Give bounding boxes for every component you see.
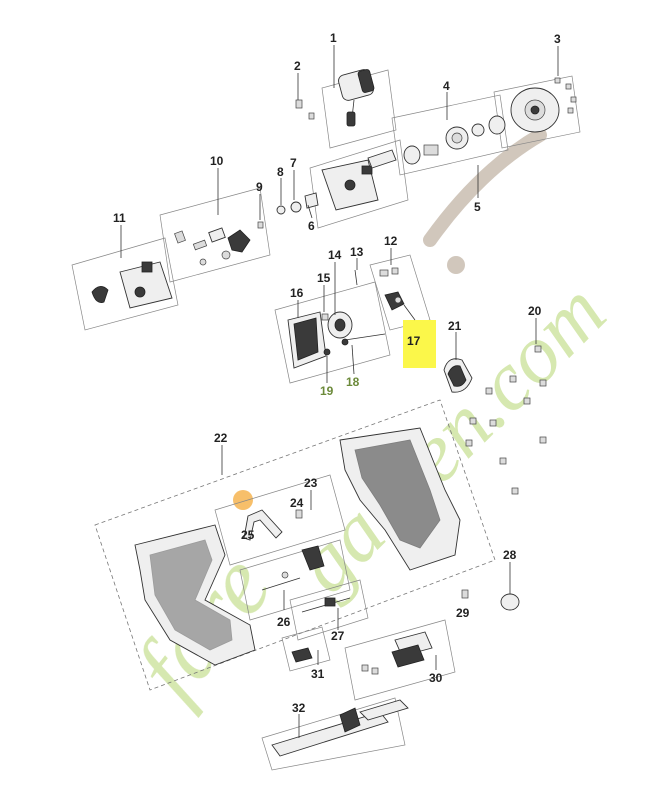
terminal-11-part bbox=[91, 261, 173, 309]
callout-18: 18 bbox=[346, 375, 360, 389]
washers-part bbox=[257, 192, 319, 229]
pin-13 bbox=[354, 269, 358, 286]
callout-28: 28 bbox=[503, 548, 517, 562]
callout-20: 20 bbox=[528, 304, 542, 318]
part-12 bbox=[379, 267, 399, 277]
callout-8: 8 bbox=[277, 165, 284, 179]
part-30 bbox=[361, 631, 433, 675]
part-15 bbox=[321, 313, 329, 321]
watermark-swoosh bbox=[423, 128, 547, 247]
highlight-17 bbox=[403, 320, 436, 368]
callout-25: 25 bbox=[241, 528, 255, 542]
planetary-gears-part bbox=[403, 115, 506, 165]
parts bbox=[91, 69, 577, 757]
part-31 bbox=[291, 647, 313, 663]
callout-21: 21 bbox=[448, 319, 462, 333]
callout-9: 9 bbox=[256, 180, 263, 194]
screws-3-part bbox=[554, 77, 577, 114]
motor-part bbox=[338, 69, 375, 127]
callout-7: 7 bbox=[290, 156, 297, 170]
spindle-14-part bbox=[327, 311, 386, 346]
callout-4: 4 bbox=[443, 79, 450, 93]
gearbox-6-part bbox=[321, 149, 397, 211]
part-19 bbox=[323, 348, 331, 356]
callout-13: 13 bbox=[350, 245, 364, 259]
part-24 bbox=[295, 509, 303, 519]
callout-23: 23 bbox=[304, 476, 318, 490]
o-ring-28 bbox=[500, 593, 520, 611]
callout-10: 10 bbox=[210, 154, 224, 168]
part-29 bbox=[461, 589, 469, 599]
housing-right-22 bbox=[339, 427, 461, 571]
watermark-dot-orange bbox=[233, 490, 253, 510]
callout-1: 1 bbox=[330, 31, 337, 45]
callout-30: 30 bbox=[429, 671, 443, 685]
front-housing-16 bbox=[287, 311, 327, 369]
housing-left-22 bbox=[134, 524, 256, 666]
screws-20-part bbox=[465, 345, 547, 495]
callout-32: 32 bbox=[292, 701, 306, 715]
callout-5: 5 bbox=[474, 200, 481, 214]
watermark-dot-taupe bbox=[447, 256, 465, 274]
callout-17: 17 bbox=[407, 334, 421, 348]
gear-housing-part bbox=[510, 87, 560, 133]
callout-11: 11 bbox=[113, 211, 126, 225]
callout-2: 2 bbox=[294, 59, 301, 73]
callout-26: 26 bbox=[277, 615, 291, 629]
part-26 bbox=[261, 545, 325, 591]
callout-14: 14 bbox=[328, 248, 342, 262]
callout-15: 15 bbox=[317, 271, 331, 285]
callout-27: 27 bbox=[331, 629, 345, 643]
screw-2-part bbox=[295, 99, 315, 120]
callout-29: 29 bbox=[456, 606, 470, 620]
callout-19: 19 bbox=[320, 384, 334, 398]
callout-31: 31 bbox=[311, 667, 325, 681]
clutch-parts-10 bbox=[174, 227, 251, 266]
callout-24: 24 bbox=[290, 496, 304, 510]
callout-12: 12 bbox=[384, 234, 398, 248]
leader-lines bbox=[120, 45, 559, 738]
callout-22: 22 bbox=[214, 431, 228, 445]
callout-3: 3 bbox=[554, 32, 561, 46]
callout-16: 16 bbox=[290, 286, 304, 300]
assembly-boxes bbox=[71, 69, 581, 771]
pcb-32-part bbox=[271, 699, 409, 757]
clip-25-part bbox=[243, 509, 283, 541]
watermark-brand-right: garden.com bbox=[278, 265, 624, 611]
switch-17-part bbox=[384, 291, 405, 311]
part-27 bbox=[301, 597, 351, 613]
belt-clip-21-part bbox=[443, 358, 473, 393]
callouts: 1 2 3 4 5 6 7 8 9 10 11 12 13 14 15 16 1… bbox=[113, 31, 561, 715]
callout-6: 6 bbox=[308, 219, 315, 233]
